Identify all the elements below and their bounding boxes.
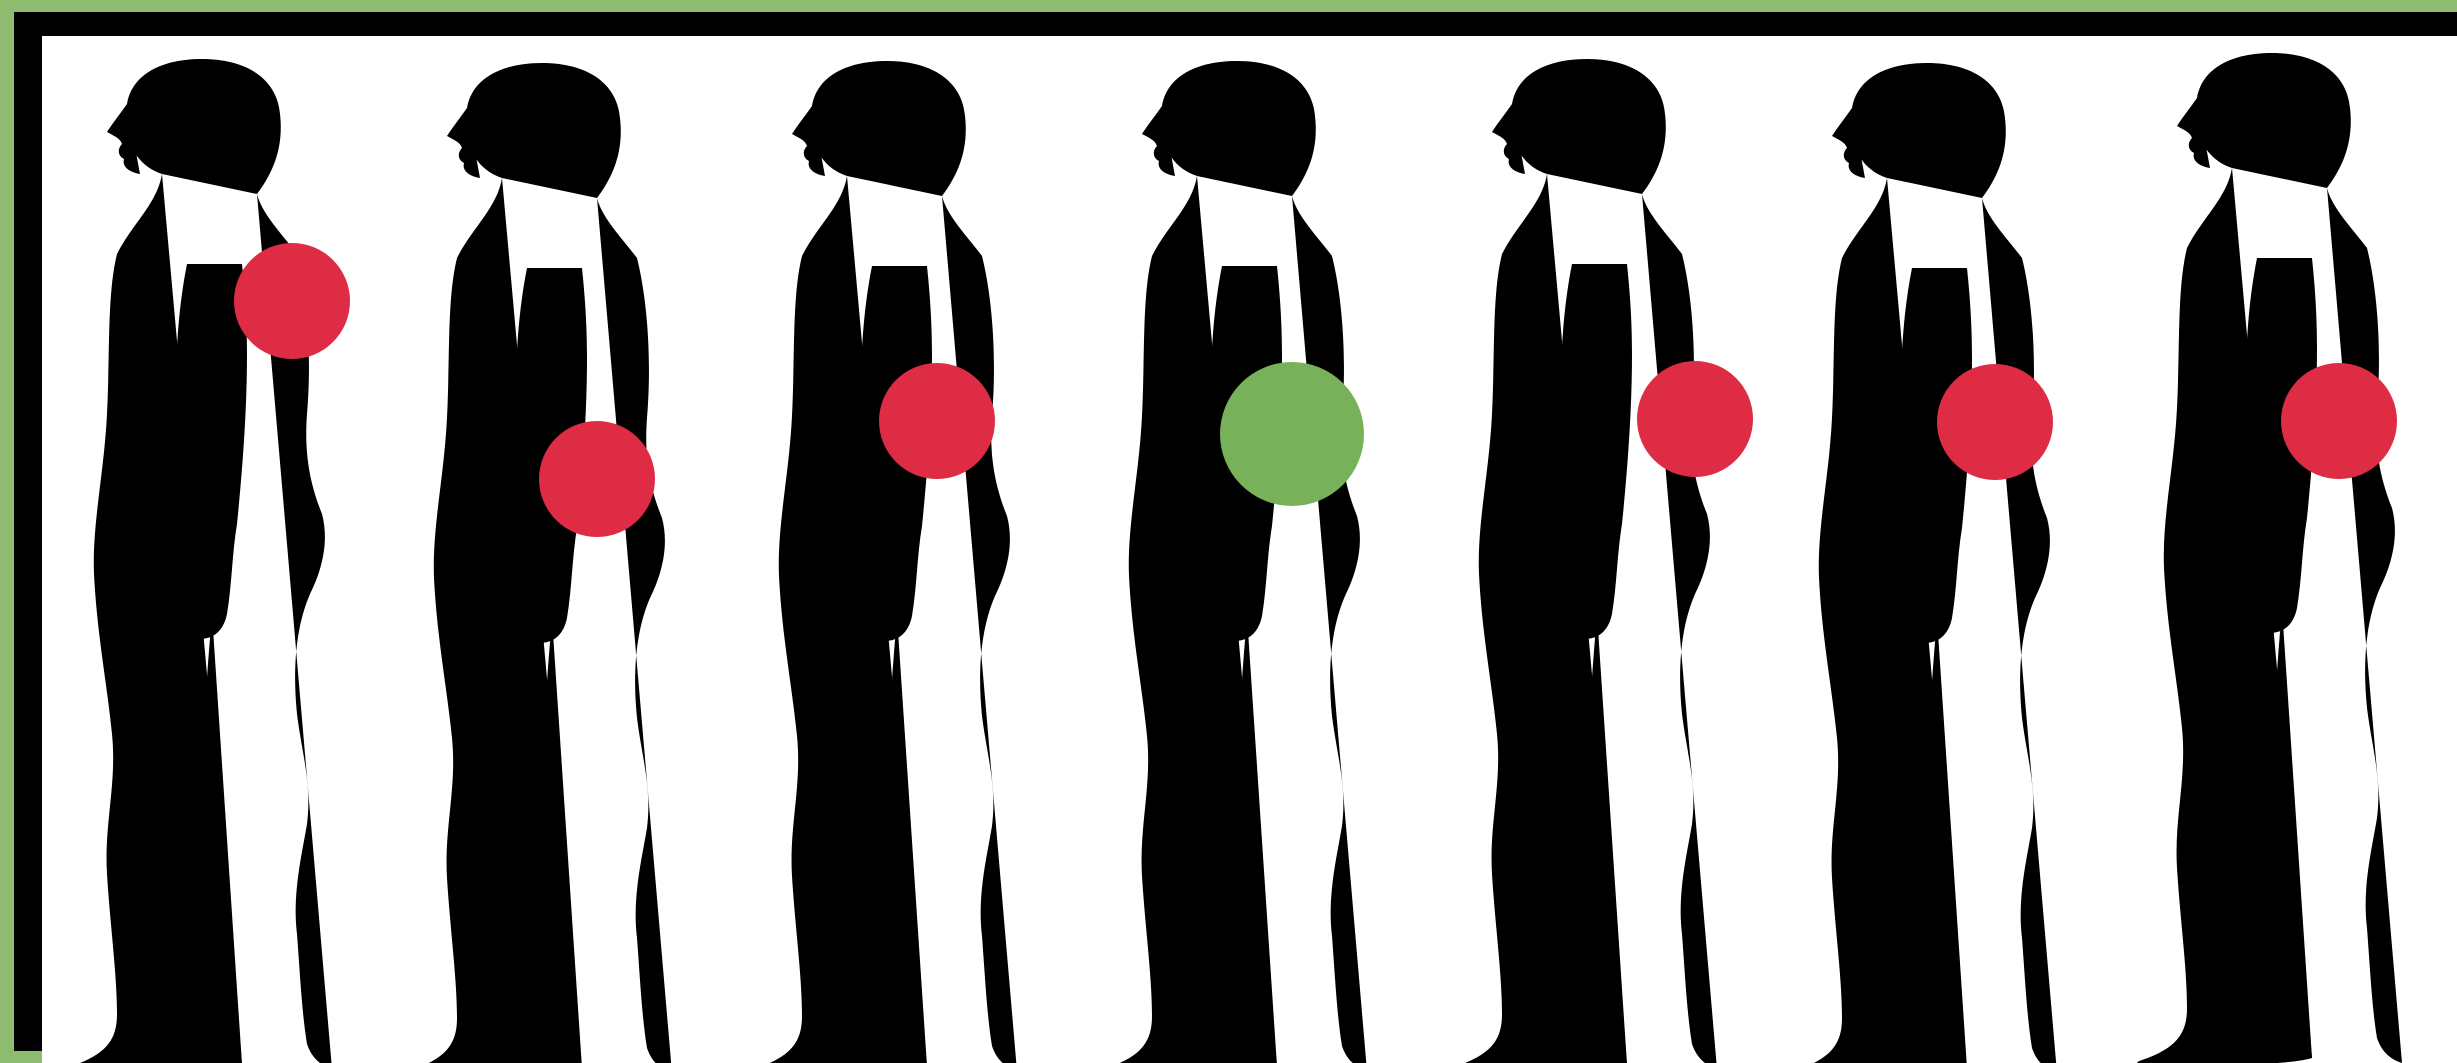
human-figure-6 — [1792, 63, 2057, 1063]
figures-layer — [67, 53, 2402, 1063]
human-figure-1 — [67, 59, 332, 1063]
human-figure-5 — [1452, 59, 1717, 1063]
incorrect-posture-marker-3 — [879, 363, 995, 479]
human-figure-7 — [2137, 53, 2402, 1063]
posture-diagram-panel — [42, 36, 2457, 1063]
posture-diagram — [42, 36, 2457, 1063]
incorrect-posture-marker-7 — [2281, 363, 2397, 479]
human-figure-4 — [1102, 61, 1367, 1063]
human-figure-2 — [407, 63, 672, 1063]
incorrect-posture-marker-2 — [539, 421, 655, 537]
image-frame — [14, 12, 2457, 1051]
incorrect-posture-marker-6 — [1937, 364, 2053, 480]
human-figure-3 — [752, 61, 1017, 1063]
correct-posture-marker-4 — [1220, 362, 1364, 506]
incorrect-posture-marker-1 — [234, 243, 350, 359]
incorrect-posture-marker-5 — [1637, 361, 1753, 477]
